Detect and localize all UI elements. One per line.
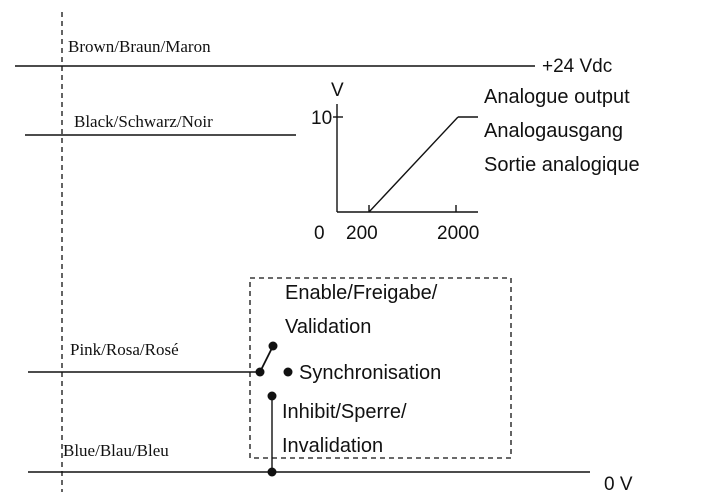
enable-label-line2: Validation (285, 316, 371, 338)
switch-dashed-box (249, 277, 512, 459)
graph-output-line (368, 116, 459, 213)
supply-ground-label: 0 V (604, 474, 633, 495)
inhibit-label-line2: Invalidation (282, 435, 383, 457)
switch-enable-contact (268, 341, 278, 351)
graph-y-unit: V (331, 80, 344, 101)
switch-sync-contact (283, 367, 293, 377)
graph-x-tick-label-2000: 2000 (437, 223, 479, 244)
brown-wire-label: Brown/Braun/Maron (68, 37, 211, 56)
graph-x-origin: 0 (314, 223, 325, 244)
enable-label-line1: Enable/Freigabe/ (285, 282, 438, 304)
blue-wire-label: Blue/Blau/Bleu (63, 441, 169, 460)
inhibit-label-line1: Inhibit/Sperre/ (282, 401, 407, 423)
supply-positive-label: +24 Vdc (542, 56, 612, 77)
selector-switch (255, 341, 293, 477)
synchronisation-label: Synchronisation (299, 362, 441, 384)
analogue-output-label-fr: Sortie analogique (484, 154, 640, 176)
switch-blade (259, 345, 274, 373)
pink-wire-label: Pink/Rosa/Rosé (70, 340, 179, 359)
analogue-output-label-en: Analogue output (484, 86, 630, 108)
analogue-output-label-de: Analogausgang (484, 120, 623, 142)
black-wire-label: Black/Schwarz/Noir (74, 112, 213, 131)
analogue-output-graph: V 10 0 200 2000 (311, 80, 479, 244)
graph-y-tick-10: 10 (311, 108, 332, 129)
graph-x-tick-label-200: 200 (346, 223, 378, 244)
